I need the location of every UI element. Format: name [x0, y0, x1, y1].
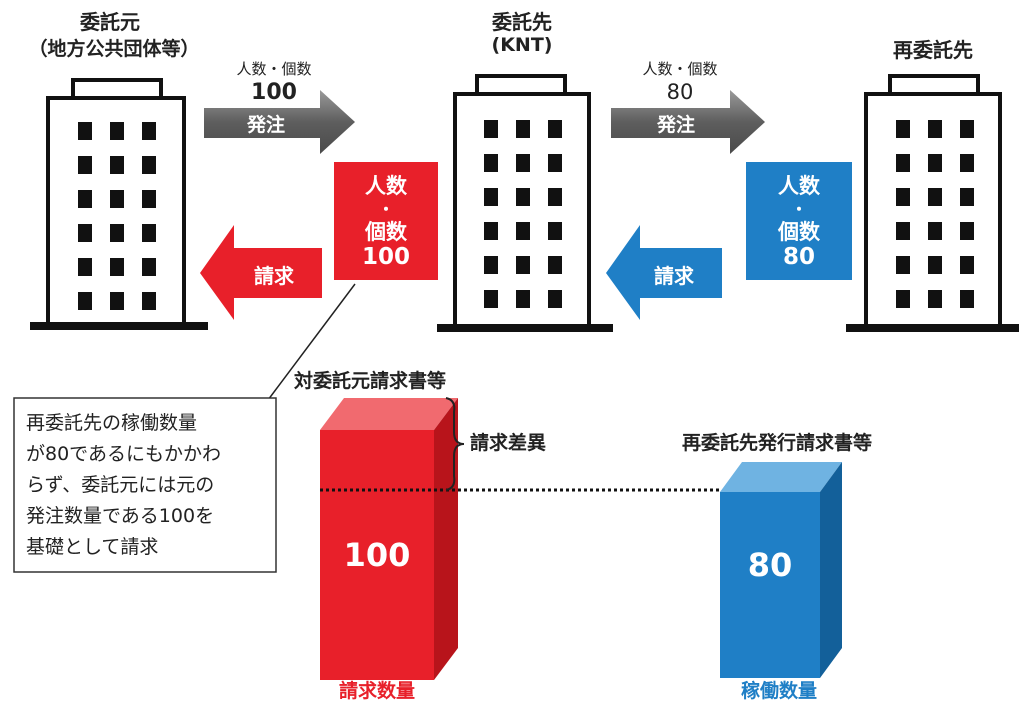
- red-bar-top-label: 対委託元請求書等: [294, 370, 447, 392]
- callout-line: 基礎として請求: [26, 536, 159, 558]
- difference-label: 請求差異: [470, 432, 547, 454]
- red-bar-value: 100: [343, 536, 411, 574]
- red-box-dot: ・: [377, 200, 394, 219]
- invoice-red-label: 請求: [254, 264, 294, 288]
- callout-box: [13, 397, 277, 573]
- blue-quantity-box: [746, 162, 852, 280]
- order2-caption: 人数・個数: [642, 60, 718, 78]
- red-bar-bottom-label: 請求数量: [338, 680, 415, 702]
- order2-label: 発注: [656, 114, 695, 136]
- invoice-arrow-red: [200, 225, 322, 320]
- callout-line: 再委託先の稼働数量: [26, 412, 198, 434]
- red-quantity-box: [334, 162, 438, 280]
- knt-subtitle: (KNT): [491, 34, 553, 56]
- blue-bar: [720, 462, 842, 678]
- callout-line: らず、委託元には元の: [26, 474, 215, 496]
- blue-box-line1: 人数: [778, 174, 820, 198]
- subcontractor-title: 再委託先: [893, 38, 973, 62]
- blue-bar-top-label: 再委託先発行請求書等: [682, 432, 873, 454]
- callout-text: 再委託先の稼働数量 が80であるにもかかわ らず、委託元には元の 発注数量である…: [26, 408, 271, 563]
- callout-line: 発注数量である100を: [26, 505, 215, 527]
- blue-bar-bottom-label: 稼働数量: [740, 680, 817, 702]
- callout-line: が80であるにもかかわ: [26, 443, 221, 465]
- red-box-value: 100: [361, 244, 410, 270]
- knt-building-icon: [437, 74, 613, 332]
- knt-title: 委託先: [492, 10, 552, 34]
- blue-box-line2: 個数: [778, 220, 820, 244]
- order1-value: 100: [251, 80, 297, 105]
- difference-bracket: [445, 397, 465, 491]
- order2-value: 80: [666, 80, 694, 104]
- red-box-line2: 個数: [365, 220, 407, 244]
- red-bar: [320, 398, 458, 680]
- order1-caption: 人数・個数: [236, 60, 312, 78]
- order-arrow-knt-to-sub: [611, 90, 765, 154]
- invoice-blue-label: 請求: [654, 264, 694, 288]
- order1-label: 発注: [246, 114, 285, 136]
- blue-box-dot: ・: [790, 200, 807, 219]
- subcontractor-building-icon: [846, 74, 1019, 332]
- blue-bar-value: 80: [747, 546, 793, 584]
- red-box-line1: 人数: [365, 174, 407, 198]
- client-building-icon: [30, 78, 208, 330]
- client-subtitle: （地方公共団体等）: [28, 38, 200, 60]
- order-arrow-client-to-knt: [204, 90, 355, 154]
- callout-pointer-line: [267, 283, 356, 401]
- invoice-arrow-blue: [606, 225, 722, 320]
- client-title: 委託元: [80, 10, 140, 34]
- blue-box-value: 80: [782, 244, 815, 270]
